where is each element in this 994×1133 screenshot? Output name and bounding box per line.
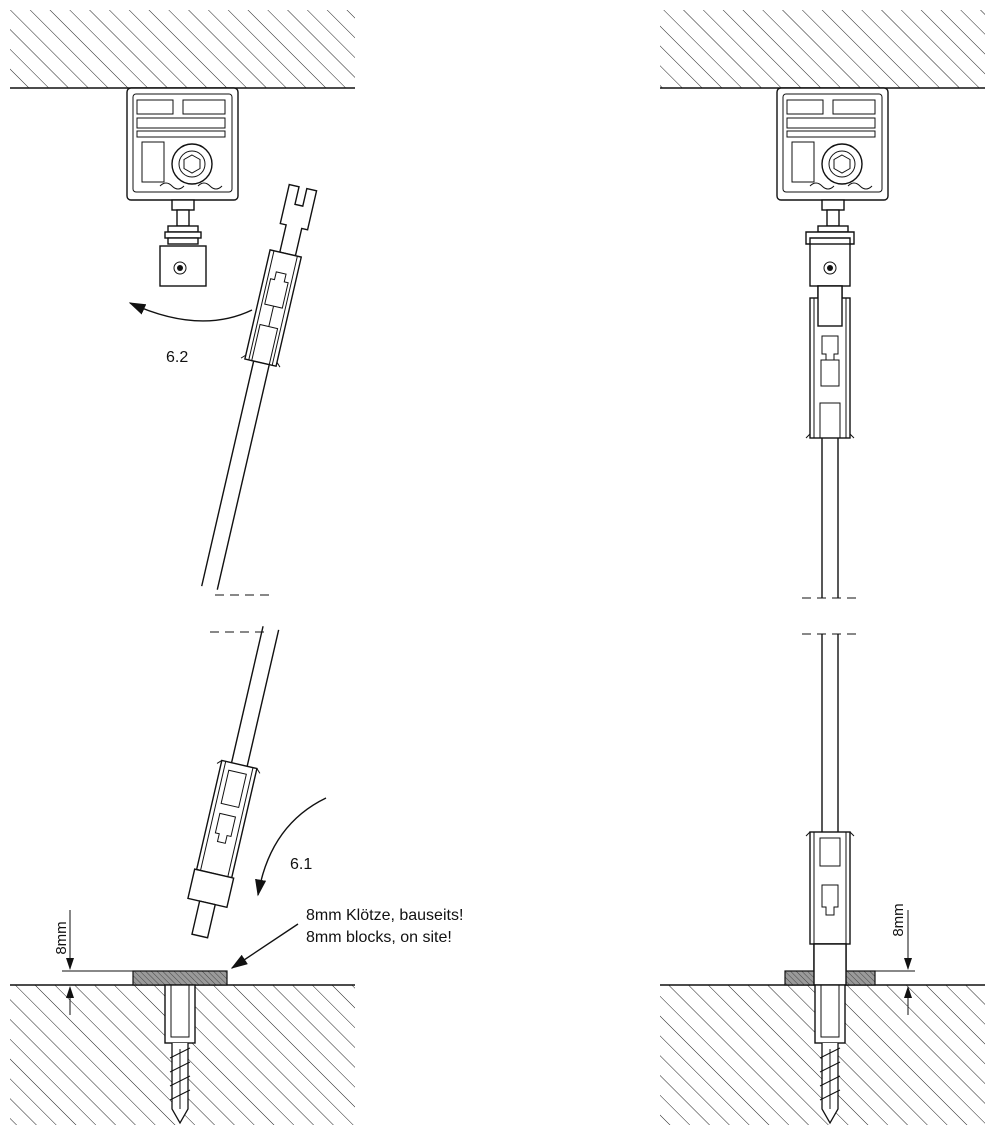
note-line-de: 8mm Klötze, bauseits! xyxy=(306,907,463,924)
dimension-left: 8mm xyxy=(53,910,133,1015)
step-label-6-2: 6.2 xyxy=(166,349,188,366)
ceiling-right xyxy=(660,10,985,89)
dimension-label-right: 8mm xyxy=(890,903,907,936)
door-panel-right xyxy=(805,231,855,973)
step-label-6-1: 6.1 xyxy=(290,856,312,873)
wall-plug-left xyxy=(169,1043,191,1125)
carriage-left xyxy=(126,87,239,201)
spacer-block-left xyxy=(132,970,228,986)
site-blocks-note: 8mm Klötze, bauseits! 8mm blocks, on sit… xyxy=(230,907,463,969)
break-mark-right xyxy=(802,597,858,635)
door-panel-left-top xyxy=(201,183,318,590)
door-foot-right xyxy=(813,943,847,986)
floor-socket-right xyxy=(814,984,846,1044)
swing-arrow-6-1 xyxy=(255,797,327,897)
carriage-right xyxy=(776,87,889,201)
dimension-label-left: 8mm xyxy=(53,921,70,954)
door-panel-left-bottom xyxy=(187,626,280,939)
break-mark-left xyxy=(210,594,272,633)
floor-socket-left xyxy=(164,984,196,1044)
suspension-bolt-left xyxy=(159,199,207,287)
note-line-en: 8mm blocks, on site! xyxy=(306,929,452,946)
wall-plug-right xyxy=(819,1043,841,1125)
ceiling-left xyxy=(10,10,355,89)
suspension-bolt-right xyxy=(817,199,849,233)
dimension-right: 8mm xyxy=(875,903,915,1015)
swing-arrow-6-2 xyxy=(128,302,253,322)
